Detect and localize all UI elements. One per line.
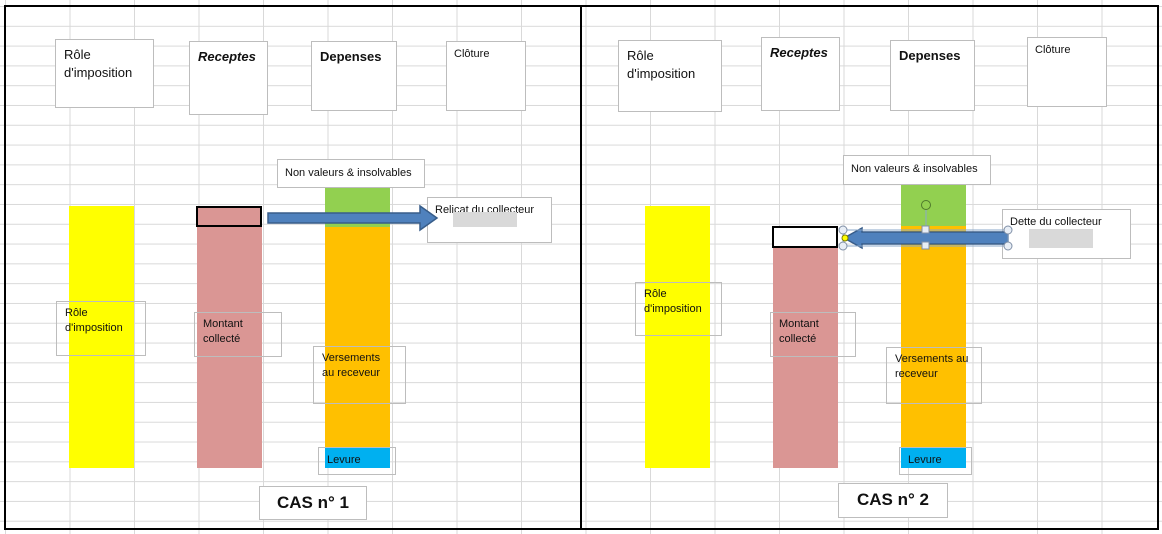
case2-levure-label[interactable]: Levure xyxy=(899,447,972,475)
case1-title[interactable]: CAS n° 1 xyxy=(259,486,367,520)
case2-versements-label[interactable]: Versements au receveur xyxy=(886,347,982,404)
case1-header-depenses[interactable]: Depenses xyxy=(311,41,397,111)
case2-montant-label[interactable]: Montant collecté xyxy=(770,312,856,357)
case1-excess-cell xyxy=(196,206,262,227)
case2-dette-gray-cell xyxy=(1029,229,1093,248)
case2-header-cloture[interactable]: Clôture xyxy=(1027,37,1107,107)
case2-receptes-column xyxy=(773,247,838,468)
case2-header-depenses[interactable]: Depenses xyxy=(890,40,975,111)
case1-levure-segment xyxy=(325,448,390,468)
case1-header-receptes[interactable]: Receptes xyxy=(189,41,268,115)
case1-relicat-gray-cell xyxy=(453,212,517,227)
case2-non-valeurs-label[interactable]: Non valeurs & insolvables xyxy=(843,155,991,185)
case1-header-cloture[interactable]: Clôture xyxy=(446,41,526,111)
case1-levure-label[interactable]: Levure xyxy=(318,447,396,475)
case2-role-column xyxy=(645,206,710,468)
case1-non-valeurs-label[interactable]: Non valeurs & insolvables xyxy=(277,159,425,188)
case2-levure-segment xyxy=(901,448,966,468)
case1-role-label[interactable]: Rôle d'imposition xyxy=(56,301,146,356)
case2-non-valeurs-segment xyxy=(901,185,966,226)
case1-role-column xyxy=(69,206,134,468)
case2-header-receptes[interactable]: Receptes xyxy=(761,37,840,111)
case1-montant-label[interactable]: Montant collecté xyxy=(194,312,282,357)
case1-receptes-column xyxy=(197,206,262,468)
case2-title[interactable]: CAS n° 2 xyxy=(838,483,948,518)
case2-header-role[interactable]: Rôle d'imposition xyxy=(618,40,722,112)
case1-versements-label[interactable]: Versements au receveur xyxy=(313,346,406,404)
case2-versements-segment xyxy=(901,226,966,448)
case2-role-label[interactable]: Rôle d'imposition xyxy=(635,282,722,336)
case2-shortfall-cell xyxy=(772,226,838,248)
case1-versements-segment xyxy=(325,227,390,448)
case2-panel xyxy=(580,5,1159,530)
case1-header-role[interactable]: Rôle d'imposition xyxy=(55,39,154,108)
